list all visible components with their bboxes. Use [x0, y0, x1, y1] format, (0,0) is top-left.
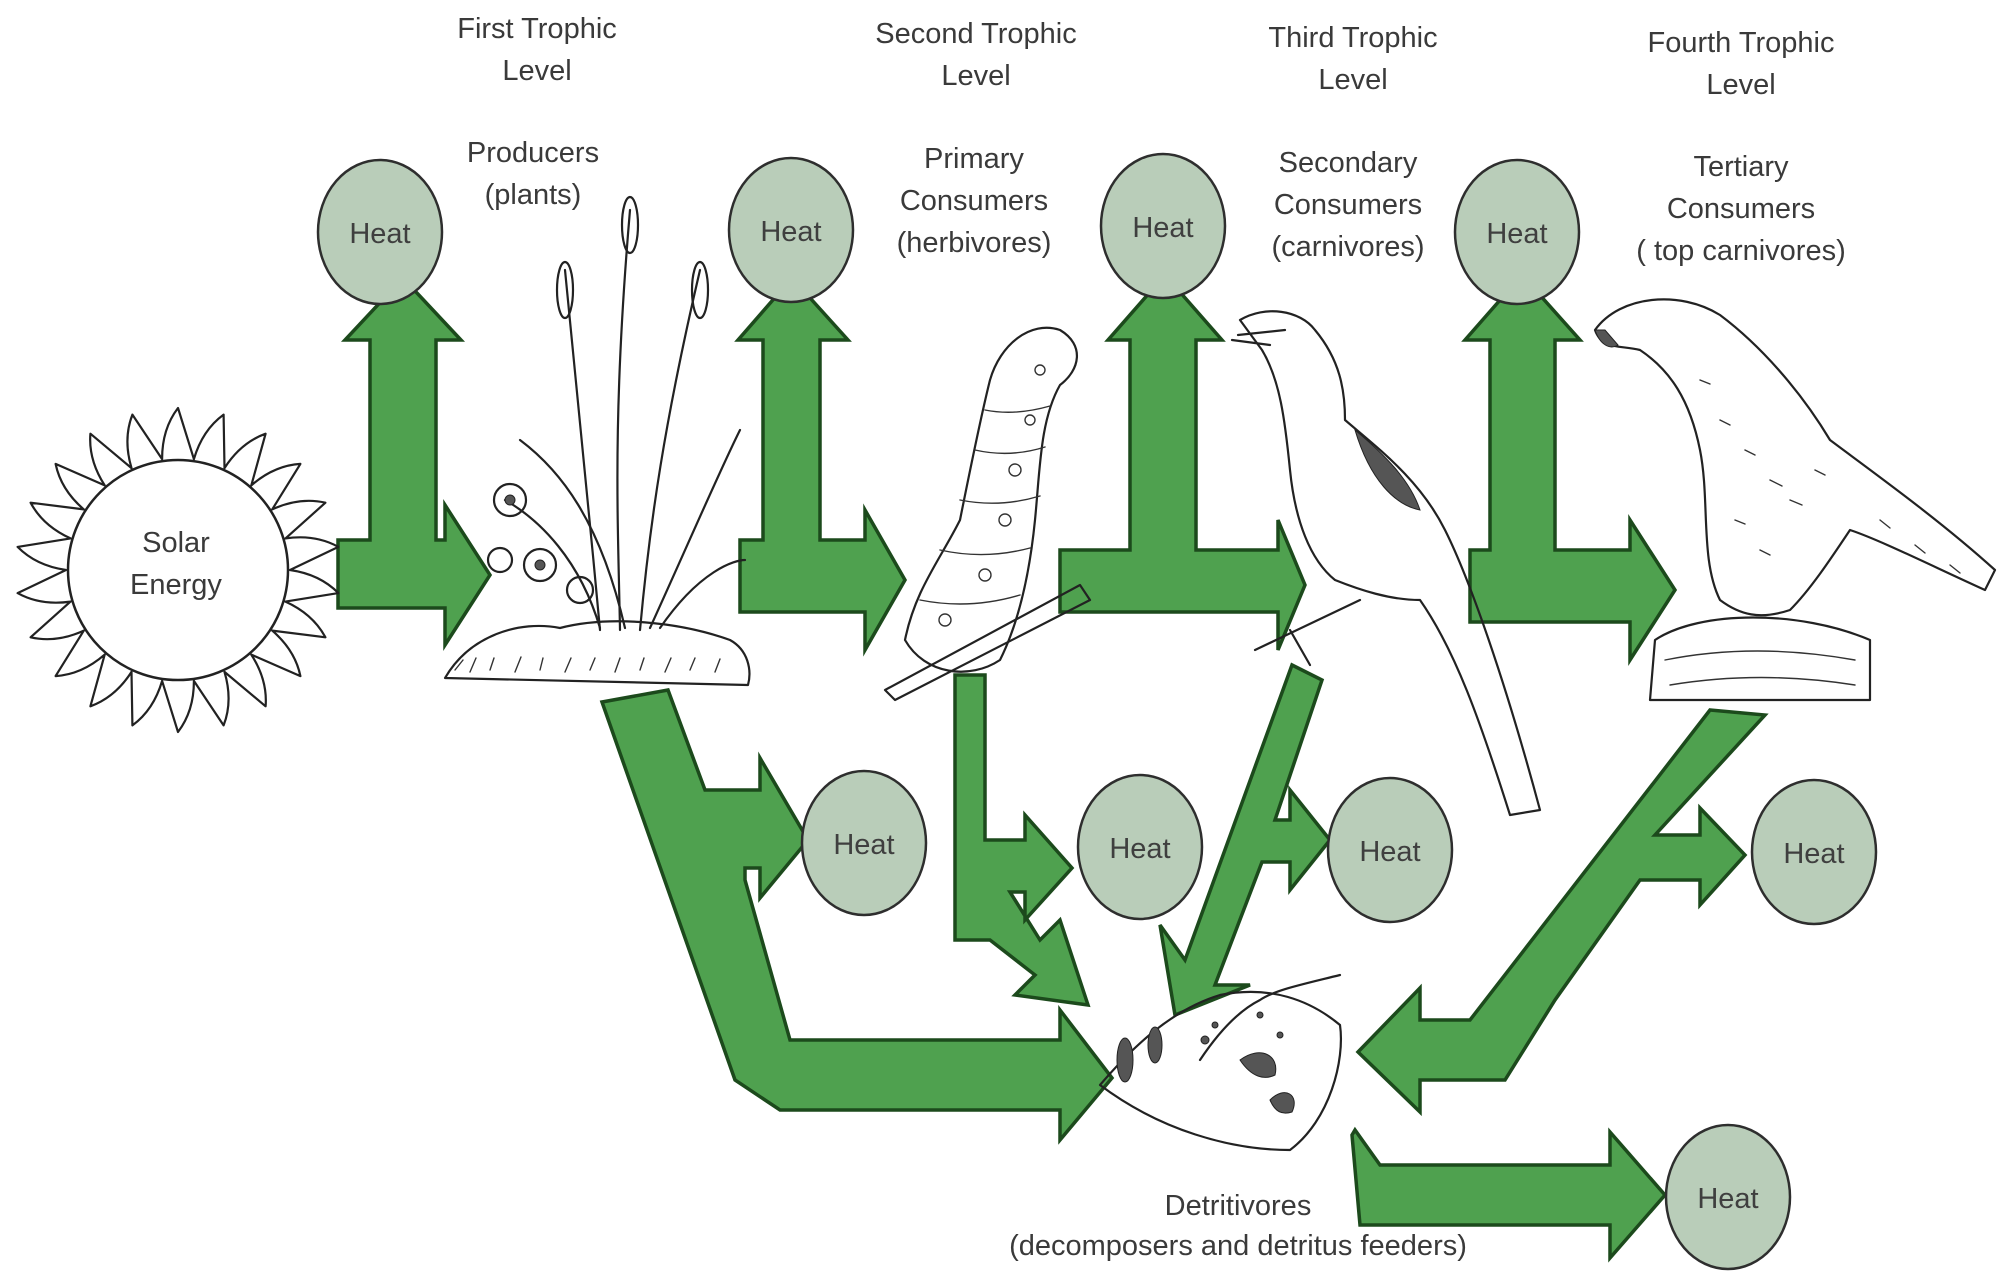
level-role: Consumers [1667, 193, 1815, 225]
sun-label-line2: Energy [130, 569, 222, 601]
heat-node-producers-respiration: Heat [802, 771, 926, 915]
detritivores-illustration [1100, 975, 1341, 1150]
arrow-secondary-to-tertiary [1465, 275, 1675, 660]
sun-illustration: Solar Energy [18, 408, 339, 732]
sun-label-line1: Solar [142, 527, 210, 559]
level-title: Level [1706, 69, 1775, 101]
level-role: Secondary [1279, 147, 1418, 179]
heat-label: Heat [1486, 218, 1547, 250]
arrow-producers-to-primary [738, 278, 905, 650]
level-title: First Trophic [457, 13, 617, 45]
heat-node-primary-respiration: Heat [1078, 775, 1202, 919]
heat-node-secondary: Heat [1101, 154, 1225, 298]
heat-nodes: Heat Heat Heat Heat Heat Heat Heat Heat [318, 154, 1876, 1269]
level-role: Producers [467, 137, 599, 169]
plants-illustration [445, 197, 749, 685]
level-role: Primary [924, 143, 1024, 175]
heat-node-tertiary-respiration: Heat [1752, 780, 1876, 924]
level-role: Consumers [1274, 189, 1422, 221]
level-role: (carnivores) [1271, 231, 1424, 263]
heat-label: Heat [1109, 833, 1170, 865]
heat-node-producers: Heat [318, 160, 442, 304]
arrow-solar-to-producers [338, 278, 490, 645]
energy-flow-arrows [338, 275, 1765, 1258]
level-3-labels: Third Trophic Level Secondary Consumers … [1268, 22, 1437, 263]
level-4-labels: Fourth Trophic Level Tertiary Consumers … [1636, 27, 1846, 267]
level-title: Level [502, 55, 571, 87]
heat-label: Heat [760, 216, 821, 248]
level-title: Second Trophic [875, 18, 1077, 50]
level-role: (herbivores) [897, 227, 1052, 259]
level-title: Third Trophic [1268, 22, 1437, 54]
level-role: Tertiary [1693, 151, 1789, 183]
heat-label: Heat [1132, 212, 1193, 244]
heat-label: Heat [349, 218, 410, 250]
level-1-labels: First Trophic Level Producers (plants) [457, 13, 617, 211]
heat-label: Heat [1697, 1183, 1758, 1215]
heat-node-detritivores: Heat [1666, 1125, 1790, 1269]
level-2-labels: Second Trophic Level Primary Consumers (… [875, 18, 1077, 259]
level-title: Level [941, 60, 1010, 92]
detritivores-subtitle: (decomposers and detritus feeders) [1009, 1230, 1467, 1262]
arrow-primary-to-detritivores [955, 675, 1088, 1005]
heat-label: Heat [1783, 838, 1844, 870]
level-role: (plants) [485, 179, 582, 211]
heat-node-secondary-respiration: Heat [1328, 778, 1452, 922]
level-title: Fourth Trophic [1648, 27, 1835, 59]
heat-label: Heat [1359, 836, 1420, 868]
level-role: ( top carnivores) [1636, 235, 1846, 267]
level-role: Consumers [900, 185, 1048, 217]
heat-node-tertiary: Heat [1455, 160, 1579, 304]
caterpillar-illustration [885, 328, 1090, 700]
heat-node-primary: Heat [729, 158, 853, 302]
hawk-illustration [1595, 299, 1995, 700]
level-title: Level [1318, 64, 1387, 96]
heat-label: Heat [833, 829, 894, 861]
detritivores-title: Detritivores [1165, 1190, 1312, 1222]
